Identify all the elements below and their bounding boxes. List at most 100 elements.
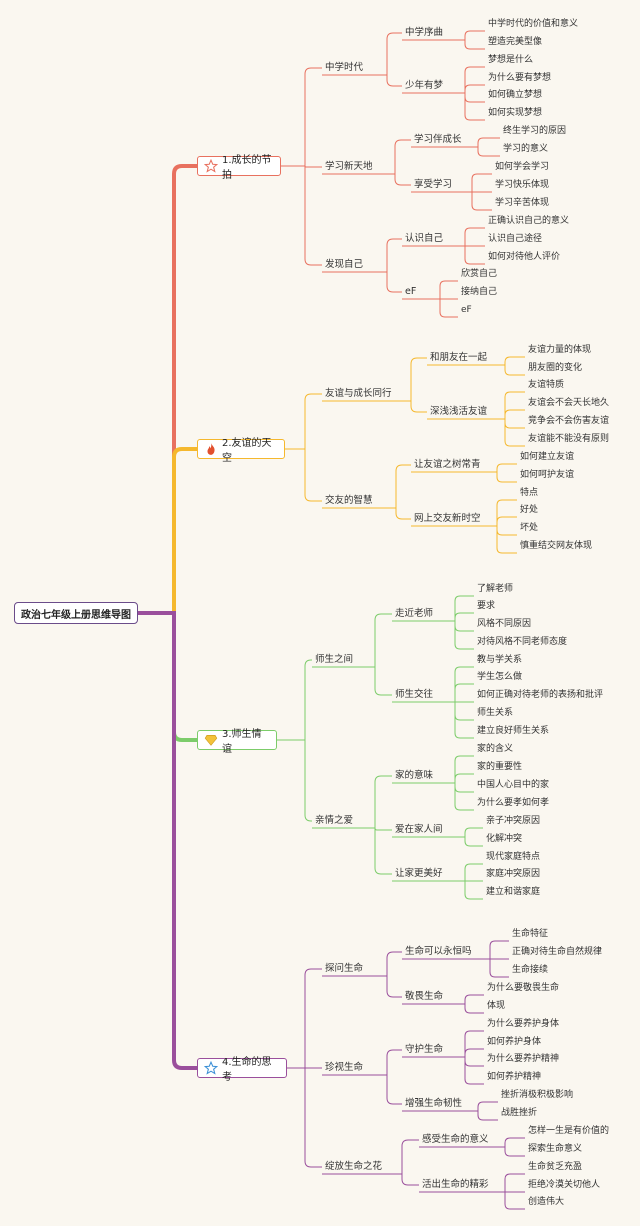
leaf-label[interactable]: 友谊特质 bbox=[528, 379, 565, 391]
leaf-label[interactable]: 了解老师 bbox=[477, 583, 514, 595]
subtopic-label[interactable]: 学习新天地 bbox=[325, 161, 373, 173]
leaf-label[interactable]: 拒绝冷漠关切他人 bbox=[528, 1179, 601, 1191]
leaf-label[interactable]: 梦想是什么 bbox=[488, 54, 534, 66]
leaf-label[interactable]: 对待风格不同老师态度 bbox=[477, 636, 568, 648]
subtopic-label[interactable]: 中学时代 bbox=[325, 62, 364, 74]
leaf-label[interactable]: 友谊会不会天长地久 bbox=[528, 397, 610, 409]
leaf-label[interactable]: 探索生命意义 bbox=[528, 1143, 583, 1155]
topic-label[interactable]: 守护生命 bbox=[405, 1044, 444, 1056]
leaf-label[interactable]: 竞争会不会伤害友谊 bbox=[528, 415, 610, 427]
leaf-label[interactable]: 塑造完美型像 bbox=[488, 36, 543, 48]
leaf-label[interactable]: 认识自己途径 bbox=[488, 233, 543, 245]
leaf-label[interactable]: 体现 bbox=[487, 1000, 506, 1012]
leaf-label[interactable]: 要求 bbox=[477, 600, 496, 612]
leaf-label[interactable]: 为什么要孝如何孝 bbox=[477, 797, 550, 809]
leaf-label[interactable]: 亲子冲突原因 bbox=[486, 815, 541, 827]
leaf-label[interactable]: 接纳自己 bbox=[461, 286, 498, 298]
topic-label[interactable]: 敬畏生命 bbox=[405, 991, 444, 1003]
subtopic-label[interactable]: 友谊与成长同行 bbox=[325, 388, 392, 400]
topic-label[interactable]: 少年有梦 bbox=[405, 80, 444, 92]
leaf-label[interactable]: 教与学关系 bbox=[477, 654, 523, 666]
leaf-label[interactable]: 中国人心目中的家 bbox=[477, 779, 550, 791]
leaf-label[interactable]: 为什么要敬畏生命 bbox=[487, 982, 560, 994]
leaf-label[interactable]: 为什么要有梦想 bbox=[488, 72, 552, 84]
topic-label[interactable]: 让友谊之树常青 bbox=[414, 459, 481, 471]
subtopic-label[interactable]: 珍视生命 bbox=[325, 1062, 364, 1074]
leaf-label[interactable]: 家的含义 bbox=[477, 743, 514, 755]
topic-label[interactable]: 让家更美好 bbox=[395, 868, 443, 880]
leaf-label[interactable]: 师生关系 bbox=[477, 707, 514, 719]
leaf-connector bbox=[482, 499, 517, 527]
leaf-label[interactable]: 如何实现梦想 bbox=[488, 107, 543, 119]
topic-label[interactable]: 认识自己 bbox=[405, 233, 444, 245]
topic-label[interactable]: 爱在家人间 bbox=[395, 824, 443, 836]
leaf-label[interactable]: 建立良好师生关系 bbox=[477, 725, 550, 737]
leaf-label[interactable]: 学习的意义 bbox=[503, 143, 549, 155]
leaf-label[interactable]: 中学时代的价值和意义 bbox=[488, 18, 579, 30]
branch-node-3[interactable]: 3.师生情谊 bbox=[197, 729, 277, 755]
leaf-label[interactable]: 友谊能不能没有原则 bbox=[528, 433, 610, 445]
leaf-label[interactable]: 友谊力量的体现 bbox=[528, 344, 592, 356]
branch-node-2[interactable]: 2.友谊的天空 bbox=[197, 438, 285, 464]
leaf-label[interactable]: 如何养护精神 bbox=[487, 1071, 542, 1083]
leaf-label[interactable]: 为什么要养护精神 bbox=[487, 1053, 560, 1065]
leaf-label[interactable]: 如何呵护友谊 bbox=[520, 469, 575, 481]
leaf-label[interactable]: 慎重结交网友体现 bbox=[520, 540, 593, 552]
leaf-label[interactable]: 创造伟大 bbox=[528, 1196, 565, 1208]
leaf-label[interactable]: 挫折消极积极影响 bbox=[501, 1089, 574, 1101]
topic-label[interactable]: 家的意味 bbox=[395, 770, 434, 782]
leaf-label[interactable]: 如何建立友谊 bbox=[520, 451, 575, 463]
subtopic-label[interactable]: 绽放生命之花 bbox=[325, 1161, 383, 1173]
topic-label[interactable]: 师生交往 bbox=[395, 689, 434, 701]
topic-label[interactable]: 增强生命韧性 bbox=[405, 1098, 463, 1110]
root-node[interactable]: 政治七年级上册思维导图 bbox=[14, 602, 138, 624]
leaf-label[interactable]: 如何正确对待老师的表扬和批评 bbox=[477, 689, 604, 701]
leaf-label[interactable]: 现代家庭特点 bbox=[486, 851, 541, 863]
topic-label[interactable]: 活出生命的精彩 bbox=[422, 1179, 489, 1191]
leaf-label[interactable]: eF bbox=[461, 304, 472, 316]
topic-label[interactable]: 中学序曲 bbox=[405, 27, 444, 39]
leaf-label[interactable]: 如何对待他人评价 bbox=[488, 251, 561, 263]
topic-label[interactable]: 感受生命的意义 bbox=[422, 1134, 489, 1146]
topic-label[interactable]: 学习伴成长 bbox=[414, 134, 462, 146]
leaf-label[interactable]: 如何养护身体 bbox=[487, 1036, 542, 1048]
leaf-label[interactable]: 终生学习的原因 bbox=[503, 125, 567, 137]
subtopic-label[interactable]: 师生之间 bbox=[315, 654, 354, 666]
leaf-label[interactable]: 战胜挫折 bbox=[501, 1107, 538, 1119]
branch-node-1[interactable]: 1.成长的节拍 bbox=[197, 155, 281, 181]
leaf-label[interactable]: 家的重要性 bbox=[477, 761, 523, 773]
topic-label[interactable]: 和朋友在一起 bbox=[430, 352, 488, 364]
leaf-label[interactable]: 学生怎么做 bbox=[477, 671, 523, 683]
leaf-label[interactable]: 好处 bbox=[520, 504, 539, 516]
leaf-label[interactable]: 正确认识自己的意义 bbox=[488, 215, 570, 227]
topic-label[interactable]: 深浅浅活友谊 bbox=[430, 406, 488, 418]
subtopic-label[interactable]: 交友的智慧 bbox=[325, 495, 373, 507]
leaf-label[interactable]: 生命特征 bbox=[512, 928, 549, 940]
leaf-label[interactable]: 特点 bbox=[520, 487, 539, 499]
leaf-label[interactable]: 坏处 bbox=[520, 522, 539, 534]
leaf-label[interactable]: 朋友圈的变化 bbox=[528, 362, 583, 374]
leaf-label[interactable]: 欣赏自己 bbox=[461, 268, 498, 280]
topic-label[interactable]: 走近老师 bbox=[395, 608, 434, 620]
leaf-label[interactable]: 建立和谐家庭 bbox=[486, 886, 541, 898]
leaf-label[interactable]: 怎样一生是有价值的 bbox=[528, 1125, 610, 1137]
leaf-label[interactable]: 化解冲突 bbox=[486, 833, 523, 845]
leaf-label[interactable]: 生命接续 bbox=[512, 964, 549, 976]
leaf-label[interactable]: 风格不同原因 bbox=[477, 618, 532, 630]
subtopic-label[interactable]: 亲情之爱 bbox=[315, 815, 354, 827]
leaf-label[interactable]: 生命贫乏充盈 bbox=[528, 1161, 583, 1173]
topic-label[interactable]: 生命可以永恒吗 bbox=[405, 946, 472, 958]
topic-label[interactable]: 网上交友新时空 bbox=[414, 513, 481, 525]
subtopic-label[interactable]: 探问生命 bbox=[325, 963, 364, 975]
leaf-label[interactable]: 学习辛苦体现 bbox=[495, 197, 550, 209]
subtopic-label[interactable]: 发现自己 bbox=[325, 259, 364, 271]
topic-label[interactable]: eF bbox=[405, 286, 417, 298]
leaf-label[interactable]: 如何确立梦想 bbox=[488, 89, 543, 101]
leaf-label[interactable]: 为什么要养护身体 bbox=[487, 1018, 560, 1030]
leaf-label[interactable]: 学习快乐体现 bbox=[495, 179, 550, 191]
topic-label[interactable]: 享受学习 bbox=[414, 179, 453, 191]
leaf-label[interactable]: 如何学会学习 bbox=[495, 161, 550, 173]
leaf-label[interactable]: 正确对待生命自然规律 bbox=[512, 946, 603, 958]
leaf-label[interactable]: 家庭冲突原因 bbox=[486, 868, 541, 880]
branch-node-4[interactable]: 4.生命的思考 bbox=[197, 1057, 287, 1083]
